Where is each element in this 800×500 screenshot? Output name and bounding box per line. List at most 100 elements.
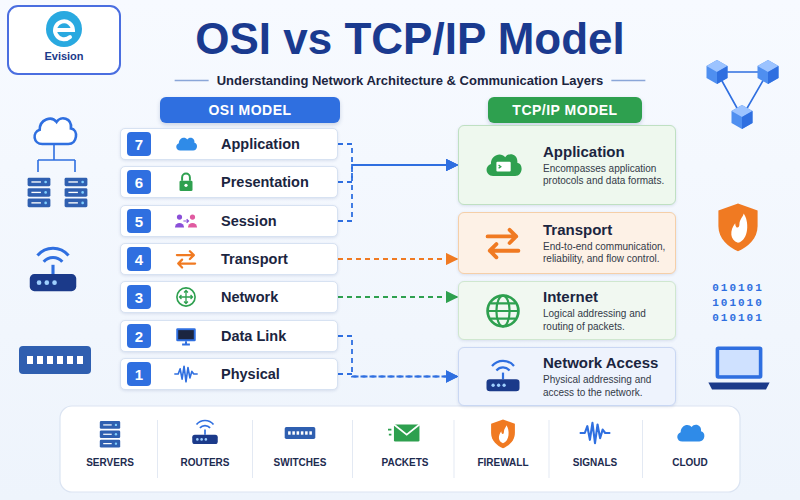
- server-icon-part: [81, 181, 84, 184]
- model-header: TCP/IP MODEL: [488, 97, 642, 123]
- layer-mapping-arrow: [338, 296, 457, 298]
- router-icon-part: [492, 360, 514, 370]
- servers-icon-part: [100, 440, 120, 448]
- router-icon-part: [204, 430, 206, 435]
- osi-layer: 6Presentation: [120, 166, 338, 198]
- icon-bar-part: [252, 420, 253, 478]
- shield-icon: [718, 204, 757, 252]
- router-icon-part: [197, 421, 214, 428]
- layer-mapping-arrow: [338, 258, 457, 260]
- osi-layer: 1Physical: [120, 358, 338, 390]
- icon-bar-part: [352, 420, 353, 478]
- logo-mark-part: [55, 21, 73, 39]
- cube-icon-part: [717, 66, 728, 84]
- tcp-layer: ApplicationEncompasses application proto…: [458, 125, 676, 205]
- layer-mapping-arrow: [338, 144, 457, 165]
- wave-icon-part: [174, 366, 197, 382]
- router-icon-part: [38, 248, 69, 261]
- arrows-icon-part: [488, 230, 519, 257]
- subtitle-rule-part: [175, 80, 209, 82]
- cloudWin-icon-part: [496, 162, 510, 172]
- server-icon-part: [31, 202, 41, 203]
- wave-icon: [580, 423, 611, 443]
- monitor-icon-part: [182, 341, 190, 344]
- layer-description: Logical addressing and routing of packet…: [543, 308, 667, 333]
- server-icon-part: [81, 202, 84, 205]
- envelope-icon-part: [394, 425, 420, 435]
- server-icon-part: [65, 188, 88, 197]
- layer-description: Encompasses application protocols and da…: [543, 163, 667, 188]
- switch-icon-part: [309, 431, 312, 434]
- netnode-icon-part: [177, 288, 195, 306]
- layer-title: Application: [543, 143, 667, 161]
- monitor-icon-part: [176, 328, 196, 341]
- arrows-icon-part: [178, 260, 195, 268]
- switch-icon-part: [301, 431, 304, 434]
- cube-icon-part: [707, 60, 728, 84]
- layer-mapping-arrow: [338, 165, 457, 182]
- lock-icon-part: [180, 181, 193, 191]
- laptop-icon-part: [708, 382, 769, 389]
- switch-icon-part: [77, 356, 83, 364]
- shield-icon-part: [731, 213, 747, 242]
- switch-icon-part: [47, 356, 53, 364]
- switch-icon-part: [27, 356, 33, 364]
- server-icon-part: [31, 181, 41, 182]
- router-icon-part: [196, 438, 199, 441]
- netnode-icon-part: [177, 288, 195, 306]
- servers-icon-part: [103, 443, 112, 444]
- servers-icon-part: [100, 430, 120, 438]
- server-icon-part: [44, 191, 47, 194]
- router-icon-part: [37, 280, 42, 285]
- layer-description: Physical addressing and access to the ne…: [543, 374, 667, 399]
- arrows-icon: [173, 246, 199, 272]
- layer-mapping-arrow: [338, 165, 457, 221]
- switch-icon: [285, 427, 316, 439]
- icon-caption: PACKETS: [381, 457, 428, 468]
- switch-icon-part: [297, 431, 300, 434]
- servers-icon-part: [103, 434, 112, 435]
- cloudWin-icon-part: [499, 165, 501, 168]
- router-icon-part: [200, 438, 203, 441]
- layer-number: 4: [127, 247, 151, 271]
- servers-icon-part: [115, 433, 117, 435]
- cube-icon-part: [732, 105, 753, 129]
- switch-icon: [19, 346, 91, 374]
- layer-title: Internet: [543, 288, 667, 306]
- layer-number: 5: [127, 209, 151, 233]
- icon-caption: SERVERS: [86, 457, 134, 468]
- globe-icon-part: [488, 295, 519, 326]
- people-icon-part: [190, 215, 195, 220]
- binary-text: 010101: [712, 312, 764, 324]
- globe-icon-part: [488, 303, 519, 318]
- cube-icon: [732, 105, 753, 129]
- network-illustration: [19, 118, 91, 374]
- layer-description: End-to-end communication, reliability, a…: [543, 241, 667, 266]
- router-icon-part: [52, 280, 57, 285]
- monitor-icon-part: [178, 330, 194, 339]
- router-icon-part: [491, 383, 494, 386]
- icon-bar: [60, 406, 740, 492]
- router-icon: [30, 248, 77, 291]
- icon-bar-part: [60, 406, 740, 492]
- lock-icon: [173, 169, 199, 195]
- netnode-icon-part: [180, 291, 193, 304]
- cube-icon-part: [742, 111, 753, 129]
- server-icon-part: [68, 202, 78, 203]
- tcp-layer: TransportEnd-to-end communication, relia…: [458, 212, 676, 274]
- osi-layer: 3Network: [120, 281, 338, 313]
- server-icon-part: [68, 181, 78, 182]
- header-text: OSI MODEL: [208, 102, 291, 118]
- wave-icon-part: [580, 423, 611, 443]
- subtitle-rule-part: [611, 80, 645, 82]
- cloud-icon: [677, 425, 704, 442]
- icon-caption: FIREWALL: [477, 457, 528, 468]
- servers-icon: [100, 421, 120, 447]
- cube-icon: [758, 60, 779, 84]
- laptop-icon: [708, 346, 769, 389]
- router-icon: [192, 421, 218, 445]
- switch-icon-part: [288, 431, 291, 434]
- arrows-icon: [481, 221, 525, 265]
- cube-icon: [707, 60, 728, 84]
- switch-icon-part: [285, 427, 316, 439]
